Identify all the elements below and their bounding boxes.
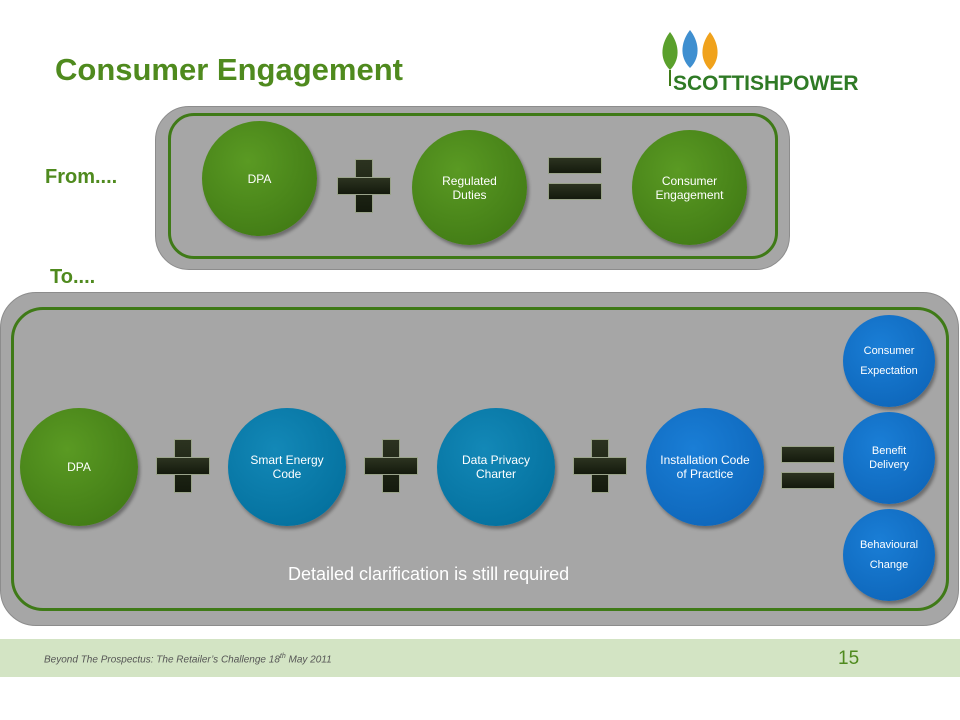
from-consumer-engagement-label: Consumer Engagement [655, 173, 724, 202]
installation-code-circle: Installation Code of Practice [646, 408, 764, 526]
to-panel-border [11, 307, 949, 611]
from-regulated-duties-circle: Regulated Duties [412, 130, 527, 245]
outcome-benefit-delivery-label: Benefit Delivery [869, 445, 909, 471]
from-dpa-label: DPA [247, 171, 272, 186]
from-consumer-engagement-circle: Consumer Engagement [632, 130, 747, 245]
plus-icon [337, 159, 391, 213]
logo-wordmark: SCOTTISHPOWER [673, 72, 859, 95]
clarification-note: Detailed clarification is still required [288, 564, 570, 584]
footer-text-date: May 2011 [285, 654, 332, 666]
footer-text-superscript: th [279, 653, 286, 660]
page-number: 15 [838, 648, 860, 669]
to-dpa-label: DPA [67, 460, 91, 474]
from-dpa-circle: DPA [202, 121, 317, 236]
smart-energy-code-circle: Smart Energy Code [228, 408, 346, 526]
outcome-consumer-expectation-label: Consumer Expectation [860, 345, 918, 377]
footer-text-main: Beyond The Prospectus: The Retailer’s Ch… [44, 654, 280, 666]
equals-icon [781, 446, 835, 490]
equals-icon [548, 157, 602, 201]
outcome-behavioural-change-label: Behavioural Change [859, 539, 919, 571]
leaf-logo-icon [662, 30, 718, 86]
data-privacy-charter-label: Data Privacy Charter [461, 453, 531, 481]
smart-energy-code-label: Smart Energy Code [250, 453, 324, 481]
installation-code-label: Installation Code of Practice [660, 453, 750, 481]
slide-title: Consumer Engagement [55, 52, 403, 87]
from-regulated-duties-label: Regulated Duties [442, 173, 497, 202]
plus-icon [573, 439, 627, 493]
outcome-consumer-expectation-circle: Consumer Expectation [843, 315, 935, 407]
to-dpa-circle: DPA [20, 408, 138, 526]
from-label: From.... [45, 166, 118, 188]
from-panel-border [168, 113, 778, 259]
outcome-benefit-delivery-circle: Benefit Delivery [843, 412, 935, 504]
footer-band [0, 639, 960, 677]
plus-icon [156, 439, 210, 493]
outcome-behavioural-change-circle: Behavioural Change [843, 509, 935, 601]
plus-icon [364, 439, 418, 493]
data-privacy-charter-circle: Data Privacy Charter [437, 408, 555, 526]
footer-text: Beyond The Prospectus: The Retailer’s Ch… [44, 653, 332, 665]
to-label: To.... [50, 266, 96, 288]
